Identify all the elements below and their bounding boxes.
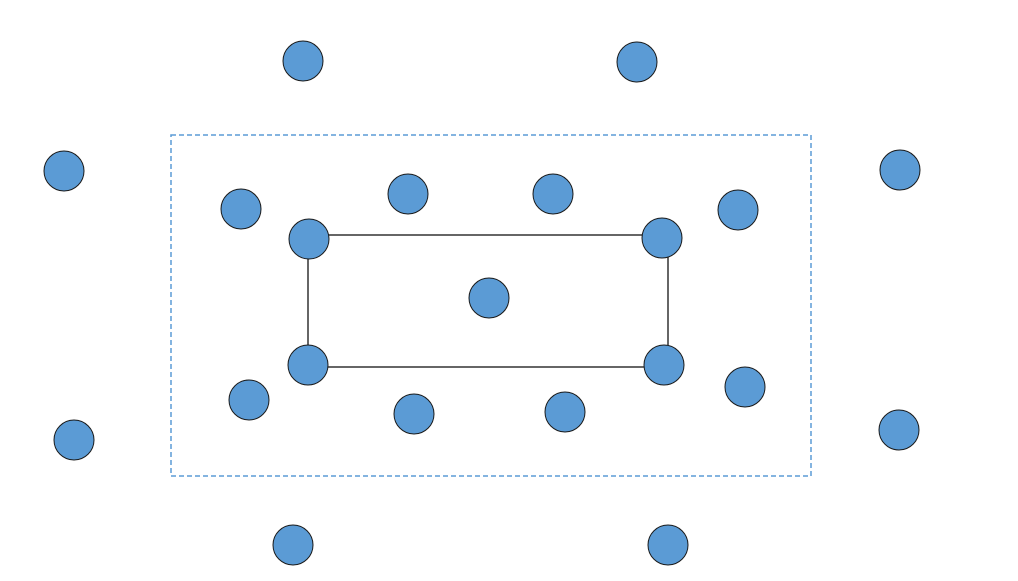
node-circle-20 bbox=[272, 524, 314, 566]
node-circle-6 bbox=[387, 173, 429, 215]
node-circle-9 bbox=[288, 218, 330, 260]
node-circle-4 bbox=[879, 149, 921, 191]
node-circle-17 bbox=[724, 366, 766, 408]
node-circle-2 bbox=[616, 41, 658, 83]
node-circle-16 bbox=[544, 391, 586, 433]
node-circle-18 bbox=[53, 419, 95, 461]
node-circle-21 bbox=[647, 524, 689, 566]
node-circle-14 bbox=[228, 379, 270, 421]
inner-solid-boundary bbox=[307, 234, 669, 368]
node-group bbox=[43, 40, 921, 566]
node-circle-10 bbox=[641, 217, 683, 259]
node-circle-5 bbox=[220, 188, 262, 230]
node-circle-7 bbox=[532, 173, 574, 215]
node-circle-19 bbox=[878, 409, 920, 451]
node-circle-3 bbox=[43, 150, 85, 192]
outer-dashed-boundary bbox=[170, 134, 812, 477]
node-circle-15 bbox=[393, 393, 435, 435]
node-circle-11 bbox=[468, 277, 510, 319]
node-circle-1 bbox=[282, 40, 324, 82]
node-circle-8 bbox=[717, 189, 759, 231]
node-circle-12 bbox=[287, 344, 329, 386]
node-circle-13 bbox=[643, 344, 685, 386]
